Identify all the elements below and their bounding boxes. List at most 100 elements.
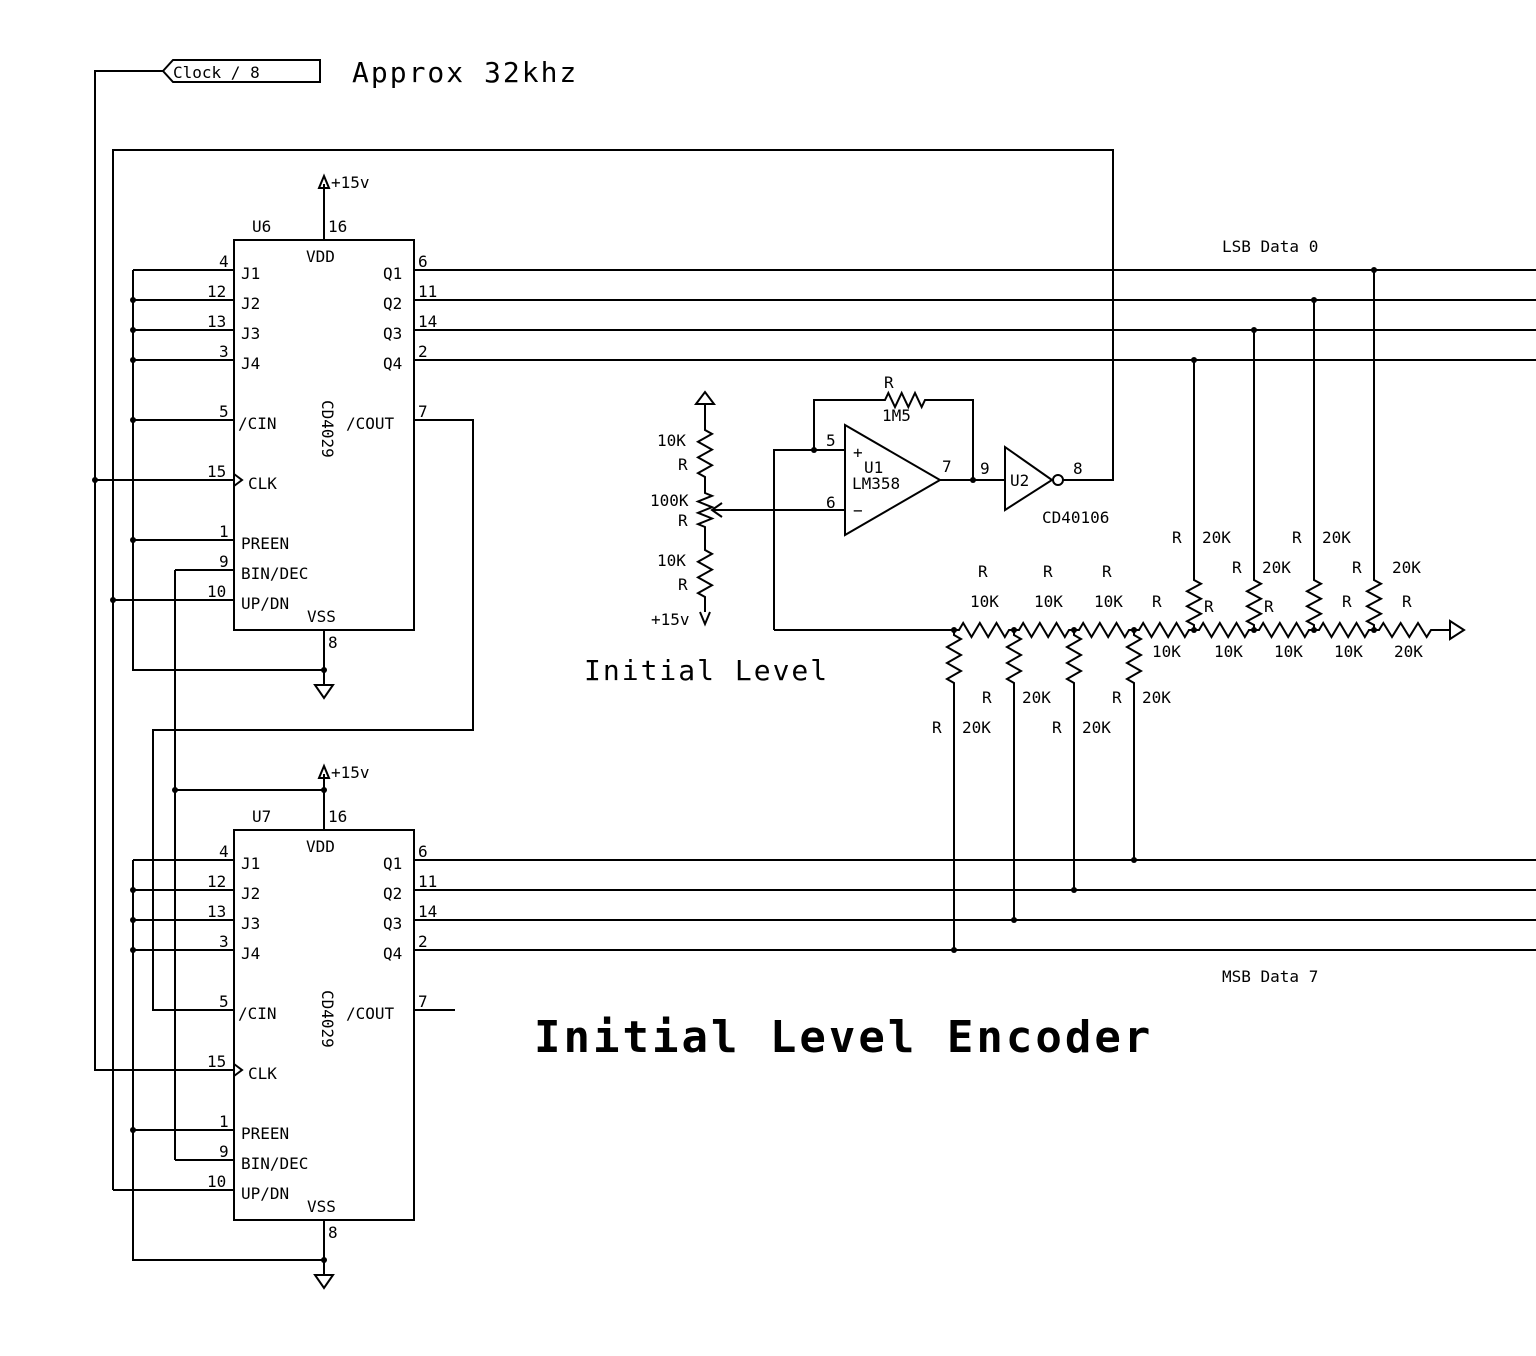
pin-number: 14 [418,312,437,331]
pot-bottom-value: 10K [657,551,686,570]
lsb-label: LSB Data 0 [1222,237,1318,256]
junction-dot [130,947,136,953]
resistor-value: 20K [962,718,991,737]
resistor-ref: R [1342,592,1352,611]
pin-number: 2 [418,932,428,951]
junction-dot [951,947,957,953]
resistor-value: 20K [1022,688,1051,707]
resistor-value: 20K [1322,528,1351,547]
resistor-ref: R [1402,592,1412,611]
feedback-wire [112,149,1114,1190]
resistor-value: 20K [1082,718,1111,737]
junction-dot [1191,357,1197,363]
pin-name: PREEN [241,534,289,553]
resistor-value: 10K [1274,642,1303,661]
resistor-value: 20K [1142,688,1171,707]
pin-number: 7 [418,402,428,421]
page-title: Initial Level Encoder [534,1012,1153,1063]
wiper-arrow-icon [710,502,723,518]
msb-label: MSB Data 7 [1222,967,1318,986]
pin-number: 6 [418,252,428,271]
pin-number: 10 [207,1172,226,1191]
pin-number: 2 [418,342,428,361]
pin-name: J1 [241,854,260,873]
pin-name: J2 [241,294,260,313]
pin-number: 3 [219,342,229,361]
opamp-plus: + [853,443,863,462]
junction-dot [130,1127,136,1133]
pin-number: 1 [219,522,229,541]
junction-dot [1311,297,1317,303]
wire [930,399,974,480]
supply-label: +15v [331,173,370,192]
ladder-resistor-icon [1014,621,1074,639]
junction-dot [1071,887,1077,893]
junction-dot [970,477,976,483]
feedback-ref: R [884,373,894,392]
pot-value: 100K [650,491,689,510]
junction-dot [321,787,327,793]
vdd-label: VDD [306,837,335,856]
resistor-ref: R [1152,592,1162,611]
ladder-resistor-icon [1064,630,1084,688]
resistor-ref: R [1043,562,1053,581]
pot-label: Initial Level [584,654,829,687]
pin-number: 3 [219,932,229,951]
inverter-part: CD40106 [1042,508,1109,527]
resistor-value: 10K [1214,642,1243,661]
pin-name: Q4 [383,354,402,373]
ladder-resistor-icon [1304,575,1324,630]
resistor-value: 20K [1392,558,1421,577]
ladder-resistor-icon [1254,621,1314,639]
pin-number: 15 [207,462,226,481]
junction-dot [1131,857,1137,863]
supply-arrow-icon [699,611,711,627]
pin-name: BIN/DEC [241,564,308,583]
resistor-ref: R [978,562,988,581]
vdd-pin: 16 [328,807,347,826]
ground-icon [313,684,335,700]
ground-icon [313,1274,335,1290]
pot-top-value: 10K [657,431,686,450]
junction-dot [130,417,136,423]
vdd-pin: 16 [328,217,347,236]
ladder-resistor-icon [1314,621,1374,639]
opamp-part: LM358 [852,474,900,493]
inverter-icon [1004,445,1054,512]
feedback-resistor-icon [880,390,930,410]
inverter-bubble-icon [1052,474,1064,486]
pin-name: /COUT [346,1004,395,1023]
tie-low-wire [132,860,324,1261]
ladder-resistor-icon [1364,575,1384,630]
pin-number: 6 [418,842,428,861]
tie-low-wire [132,270,324,671]
resistor-ref: R [1112,688,1122,707]
pin-number: 5 [219,992,229,1011]
ladder-resistor-icon [1194,621,1254,639]
ladder-resistor-icon [1124,630,1144,688]
wire [813,399,880,450]
resistor-icon [695,545,715,602]
junction-dot [130,887,136,893]
pin-number: 4 [219,842,229,861]
pin-number: 14 [418,902,437,921]
resistor-ref: R [932,718,942,737]
resistor-value: 10K [1334,642,1363,661]
ladder-resistor-icon [1244,575,1264,630]
junction-dot [130,357,136,363]
pin-number: 12 [207,872,226,891]
labels: Clock / 8 Approx 32khz LSB Data 0 MSB Da… [161,56,1318,1063]
resistor-value: 10K [1152,642,1181,661]
supply-arrow-icon [694,390,716,405]
pin-name: Q3 [383,324,402,343]
ladder-resistor-icon [954,621,1014,639]
pin-name: Q4 [383,944,402,963]
ladder-resistor-icon [944,630,964,688]
clock-edge-icon [233,1063,244,1077]
potentiometer-icon [695,488,715,532]
ladder-resistor-icon [1004,630,1024,688]
clock-edge-icon [233,473,244,487]
plus-input-wire [773,449,845,630]
resistor-ref: R [1102,562,1112,581]
